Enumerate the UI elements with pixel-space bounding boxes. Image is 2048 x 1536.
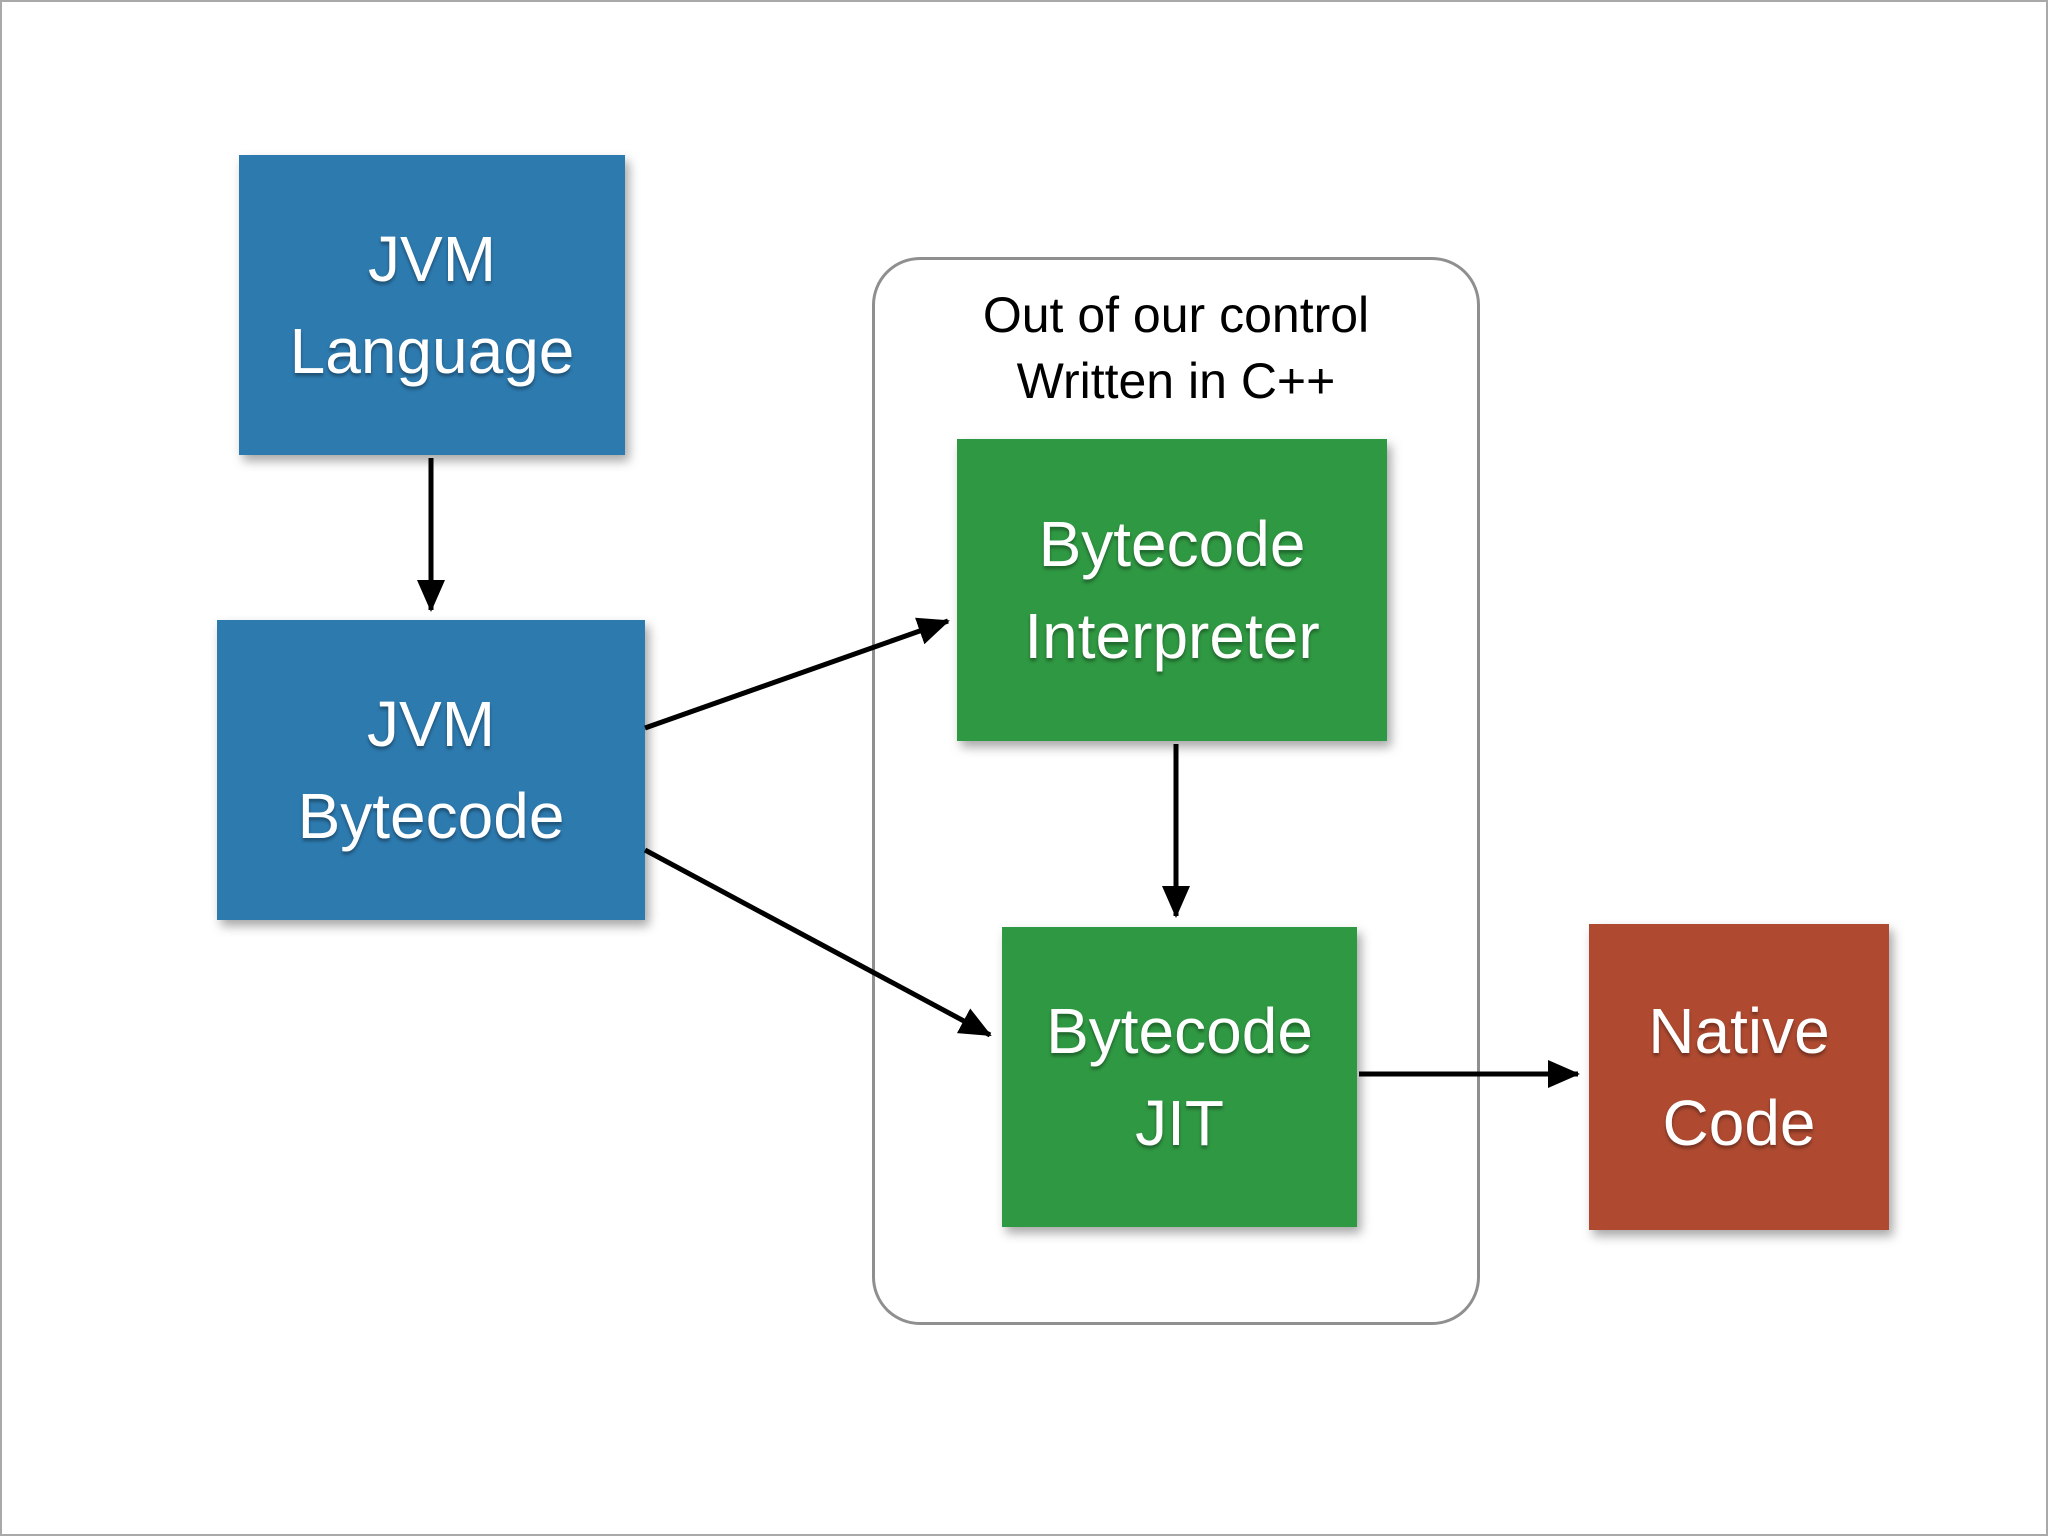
group-title-line-1: Out of our control <box>982 287 1370 343</box>
box-bytecode-jit: Bytecode JIT <box>1002 927 1357 1227</box>
box-bytecode-jit-label-line-1: Bytecode <box>1046 995 1313 1067</box>
box-bytecode-interpreter-label-line-1: Bytecode <box>1038 508 1306 580</box>
box-native-code-label-line-1: Native <box>1648 995 1830 1067</box>
box-native-code-label-line-2: Code <box>1662 1087 1816 1159</box>
box-jvm-language-label-line-1: JVM <box>368 223 496 295</box>
box-native-code: Native Code <box>1589 924 1889 1230</box>
box-bytecode-interpreter: Bytecode Interpreter <box>957 439 1387 741</box>
out-of-control-group: Out of our control Written in C++ <box>872 257 1480 1325</box>
group-title-line-2: Written in C++ <box>1016 353 1336 409</box>
box-jvm-language-label-line-2: Language <box>289 315 575 387</box>
box-jvm-bytecode-label-line-1: JVM <box>367 688 495 760</box>
box-bytecode-jit-label-line-2: JIT <box>1135 1087 1224 1159</box>
box-jvm-language: JVM Language <box>239 155 625 455</box>
box-bytecode-interpreter-label-line-2: Interpreter <box>1024 600 1320 672</box>
box-jvm-bytecode: JVM Bytecode <box>217 620 645 920</box>
box-jvm-bytecode-label-line-2: Bytecode <box>297 780 565 852</box>
group-title: Out of our control Written in C++ <box>875 282 1477 414</box>
